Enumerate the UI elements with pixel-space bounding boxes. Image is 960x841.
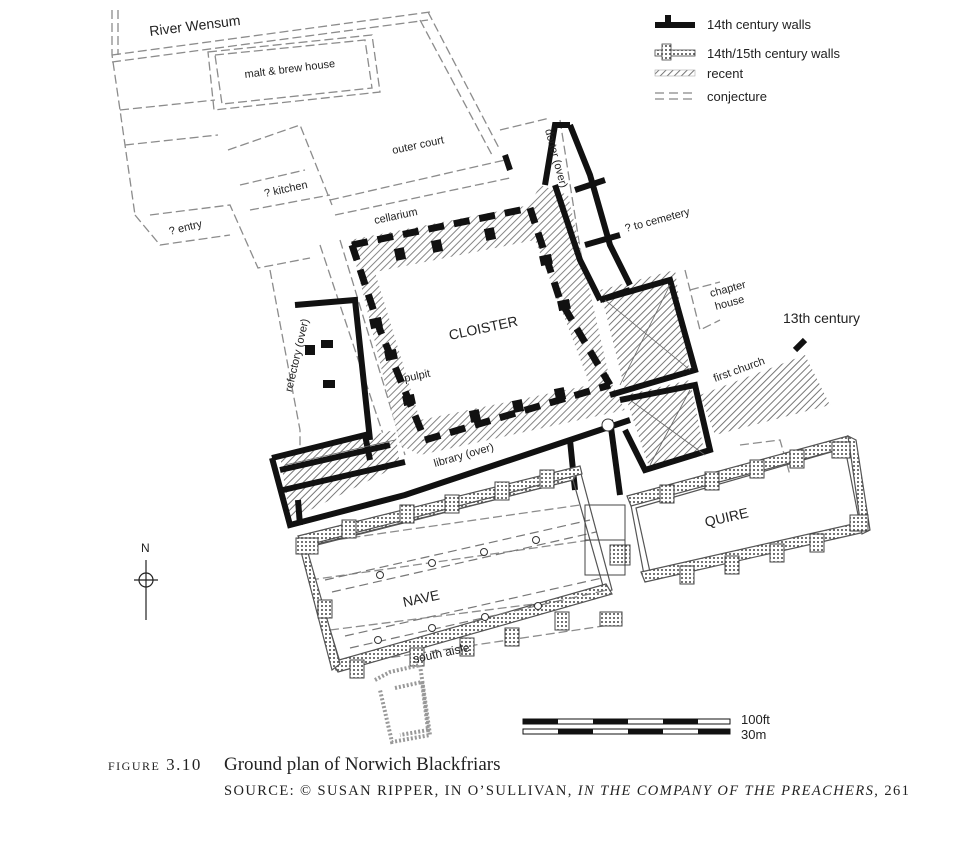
ground-plan: River Wensum malt & brew house outer cou… <box>111 10 871 745</box>
recent-porch <box>374 662 433 745</box>
legend-recent: recent <box>707 66 744 81</box>
vault-ribs <box>284 284 706 466</box>
scale-m: 30m <box>741 727 766 742</box>
label-cemetery: ? to cemetery <box>624 206 692 235</box>
figure-number: figure 3.10 <box>108 755 202 774</box>
label-outer-court: outer court <box>391 134 445 157</box>
label-pulpit: pulpit <box>403 368 431 385</box>
nave-arcade <box>324 519 608 649</box>
legend-14th-15th: 14th/15th century walls <box>707 46 840 61</box>
walls-14th-century <box>269 122 808 529</box>
scale-ft: 100ft <box>741 712 770 727</box>
scale-bar: 100ft 30m <box>522 712 770 742</box>
label-quire: QUIRE <box>703 504 750 530</box>
north-arrow: N <box>134 541 158 620</box>
label-malt-brew-house: malt & brew house <box>244 58 336 81</box>
source-suffix: , 261 <box>874 783 911 799</box>
label-cellarium: cellarium <box>373 206 419 227</box>
caption-line: figure 3.10 Ground plan of Norwich Blackf… <box>108 752 928 778</box>
nave-columns <box>374 536 542 644</box>
label-kitchen: ? kitchen <box>263 179 309 200</box>
label-refectory: refectory (over) <box>283 318 311 393</box>
source-prefix: source: © susan ripper, in o’sullivan, <box>224 783 578 799</box>
label-entry: ? entry <box>168 218 204 238</box>
cloister-walks <box>280 185 830 520</box>
source-title: in the company of the preachers <box>577 783 875 799</box>
north-label: N <box>141 541 150 555</box>
figure-caption: figure 3.10 Ground plan of Norwich Blackf… <box>108 752 928 804</box>
walking-place <box>584 418 626 576</box>
label-nave: NAVE <box>401 587 441 610</box>
figure-title: Ground plan of Norwich Blackfriars <box>224 754 501 775</box>
label-13th-century: 13th century <box>783 310 860 326</box>
caption-source: source: © susan ripper, in o’sullivan, i… <box>224 778 928 804</box>
legend-14th: 14th century walls <box>707 17 812 32</box>
cloister-buttresses <box>305 227 571 423</box>
church-buttresses <box>295 441 869 679</box>
label-river: River Wensum <box>148 12 241 39</box>
legend: 14th century walls 14th/15th century wal… <box>654 15 840 104</box>
legend-conjecture: conjecture <box>707 89 767 104</box>
